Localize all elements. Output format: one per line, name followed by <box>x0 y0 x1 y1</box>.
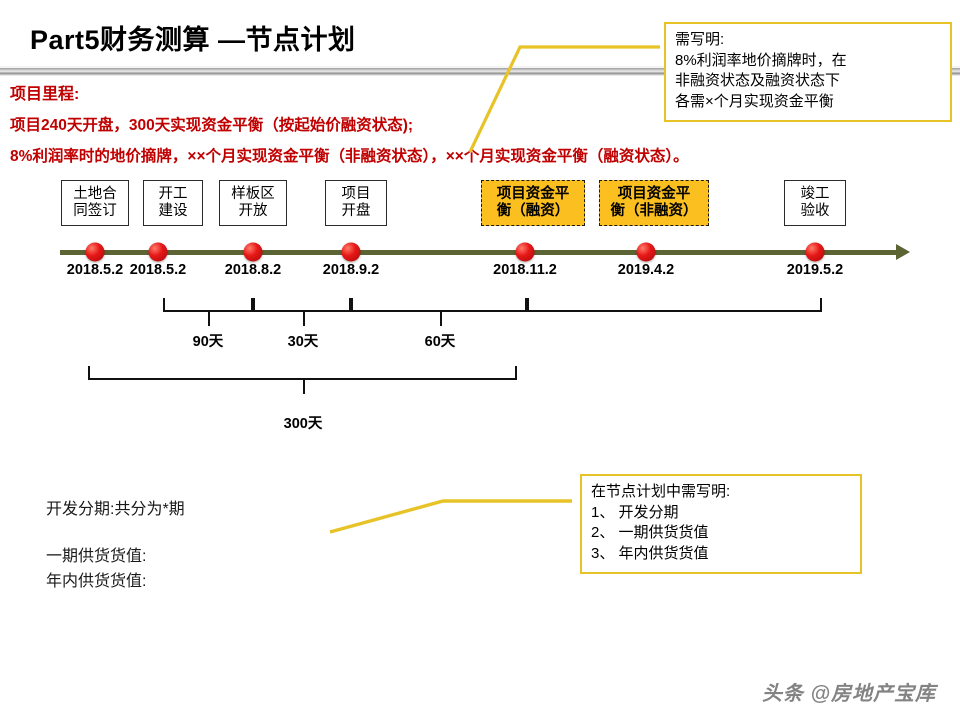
timeline-arrow-icon <box>896 244 910 260</box>
note-line-2: 一期供货货值: <box>46 548 147 566</box>
duration-bracket-0 <box>163 298 253 312</box>
timeline-node-date-6: 2019.5.2 <box>786 262 844 278</box>
timeline-node-dot-6[interactable] <box>805 242 825 262</box>
timeline-node-label-line2-2: 开放 <box>238 203 268 220</box>
callout-top-line-4: 各需×个月实现资金平衡 <box>675 93 834 111</box>
callout-bottom-line-2: 1、 开发分期 <box>591 503 679 521</box>
timeline-axis <box>60 250 900 255</box>
duration-bracket-2 <box>351 298 527 312</box>
duration-bracket-1 <box>253 298 351 312</box>
timeline-node-label-line1-3: 项目 <box>341 186 371 202</box>
timeline-node-dot-0[interactable] <box>85 242 105 262</box>
timeline-node-box-3[interactable]: 项目开盘 <box>325 180 387 227</box>
timeline-node-label-line2-1: 建设 <box>158 203 188 220</box>
callout-bottom-line-4: 3、 年内供货货值 <box>591 545 709 563</box>
timeline-node-date-0: 2018.5.2 <box>66 262 124 278</box>
timeline-node-box-6[interactable]: 竣工验收 <box>784 180 846 227</box>
duration-bracket-stem-0 <box>208 312 210 326</box>
milestone-line-2: 8%利润率时的地价摘牌，××个月实现资金平衡（非融资状态），××个月实现资金平衡… <box>10 148 689 165</box>
timeline-node-date-1: 2018.5.2 <box>129 262 187 278</box>
duration-bracket-stem-2 <box>440 312 442 326</box>
milestone-line-1: 项目240天开盘，300天实现资金平衡（按起始价融资状态); <box>10 117 414 134</box>
bottom-callout-connector <box>329 499 572 534</box>
timeline-node-label-line2-0: 同签订 <box>73 203 117 220</box>
timeline-node-label-line2-5: 衡（非融资） <box>610 203 698 220</box>
duration-bracket-4 <box>88 366 517 380</box>
page-title: Part5财务测算 —节点计划 <box>30 25 356 55</box>
timeline-node-date-3: 2018.9.2 <box>322 262 380 278</box>
duration-bracket-stem-1 <box>303 312 305 326</box>
note-line-3: 年内供货货值: <box>46 573 147 591</box>
callout-bottom-line-3: 2、 一期供货货值 <box>591 524 709 542</box>
timeline-node-date-5: 2019.4.2 <box>617 262 675 278</box>
timeline-node-dot-2[interactable] <box>243 242 263 262</box>
timeline-node-date-4: 2018.11.2 <box>493 262 557 278</box>
note-line-1: 开发分期:共分为*期 <box>46 501 185 518</box>
timeline-node-box-5[interactable]: 项目资金平衡（非融资） <box>599 180 709 227</box>
milestone-heading: 项目里程: <box>10 86 80 103</box>
callout-top: 需写明: 8%利润率地价摘牌时，在 非融资状态及融资状态下 各需×个月实现资金平… <box>664 22 952 122</box>
callout-top-line-1: 需写明: <box>675 31 725 48</box>
timeline-node-dot-3[interactable] <box>341 242 361 262</box>
development-notes: 开发分期:共分为*期 一期供货货值: 年内供货货值: <box>46 500 185 592</box>
duration-bracket-stem-4 <box>303 380 305 394</box>
timeline-node-label-line1-5: 项目资金平 <box>617 186 691 202</box>
timeline-node-label-line1-4: 项目资金平 <box>496 186 570 202</box>
callout-bottom-line-1: 在节点计划中需写明: <box>591 483 731 500</box>
timeline-node-label-line2-3: 开盘 <box>341 203 371 220</box>
callout-bottom: 在节点计划中需写明: 1、 开发分期 2、 一期供货货值 3、 年内供货货值 <box>580 474 862 574</box>
timeline-node-label-line2-6: 验收 <box>800 203 830 220</box>
duration-bracket-3 <box>527 298 822 312</box>
timeline-node-label-line1-0: 土地合 <box>73 186 117 202</box>
duration-bracket-label-1: 30天 <box>287 334 319 350</box>
timeline-node-date-2: 2018.8.2 <box>224 262 282 278</box>
watermark: 头条 @房地产宝库 <box>761 683 936 705</box>
callout-top-line-3: 非融资状态及融资状态下 <box>675 72 841 90</box>
timeline-node-dot-1[interactable] <box>148 242 168 262</box>
timeline-node-label-line1-6: 竣工 <box>800 186 830 202</box>
timeline-node-dot-5[interactable] <box>636 242 656 262</box>
timeline-node-dot-4[interactable] <box>515 242 535 262</box>
timeline-node-box-0[interactable]: 土地合同签订 <box>61 180 129 227</box>
duration-bracket-label-0: 90天 <box>192 334 224 350</box>
timeline-node-box-1[interactable]: 开工建设 <box>143 180 203 227</box>
timeline-node-box-4[interactable]: 项目资金平衡（融资） <box>481 180 585 227</box>
timeline-node-label-line2-4: 衡（融资） <box>496 203 570 220</box>
duration-bracket-label-4: 300天 <box>283 416 323 432</box>
timeline-node-box-2[interactable]: 样板区开放 <box>219 180 287 227</box>
timeline-node-label-line1-1: 开工 <box>158 186 188 202</box>
duration-bracket-label-2: 60天 <box>424 334 456 350</box>
callout-top-line-2: 8%利润率地价摘牌时，在 <box>675 51 847 69</box>
timeline-node-label-line1-2: 样板区 <box>231 186 275 202</box>
